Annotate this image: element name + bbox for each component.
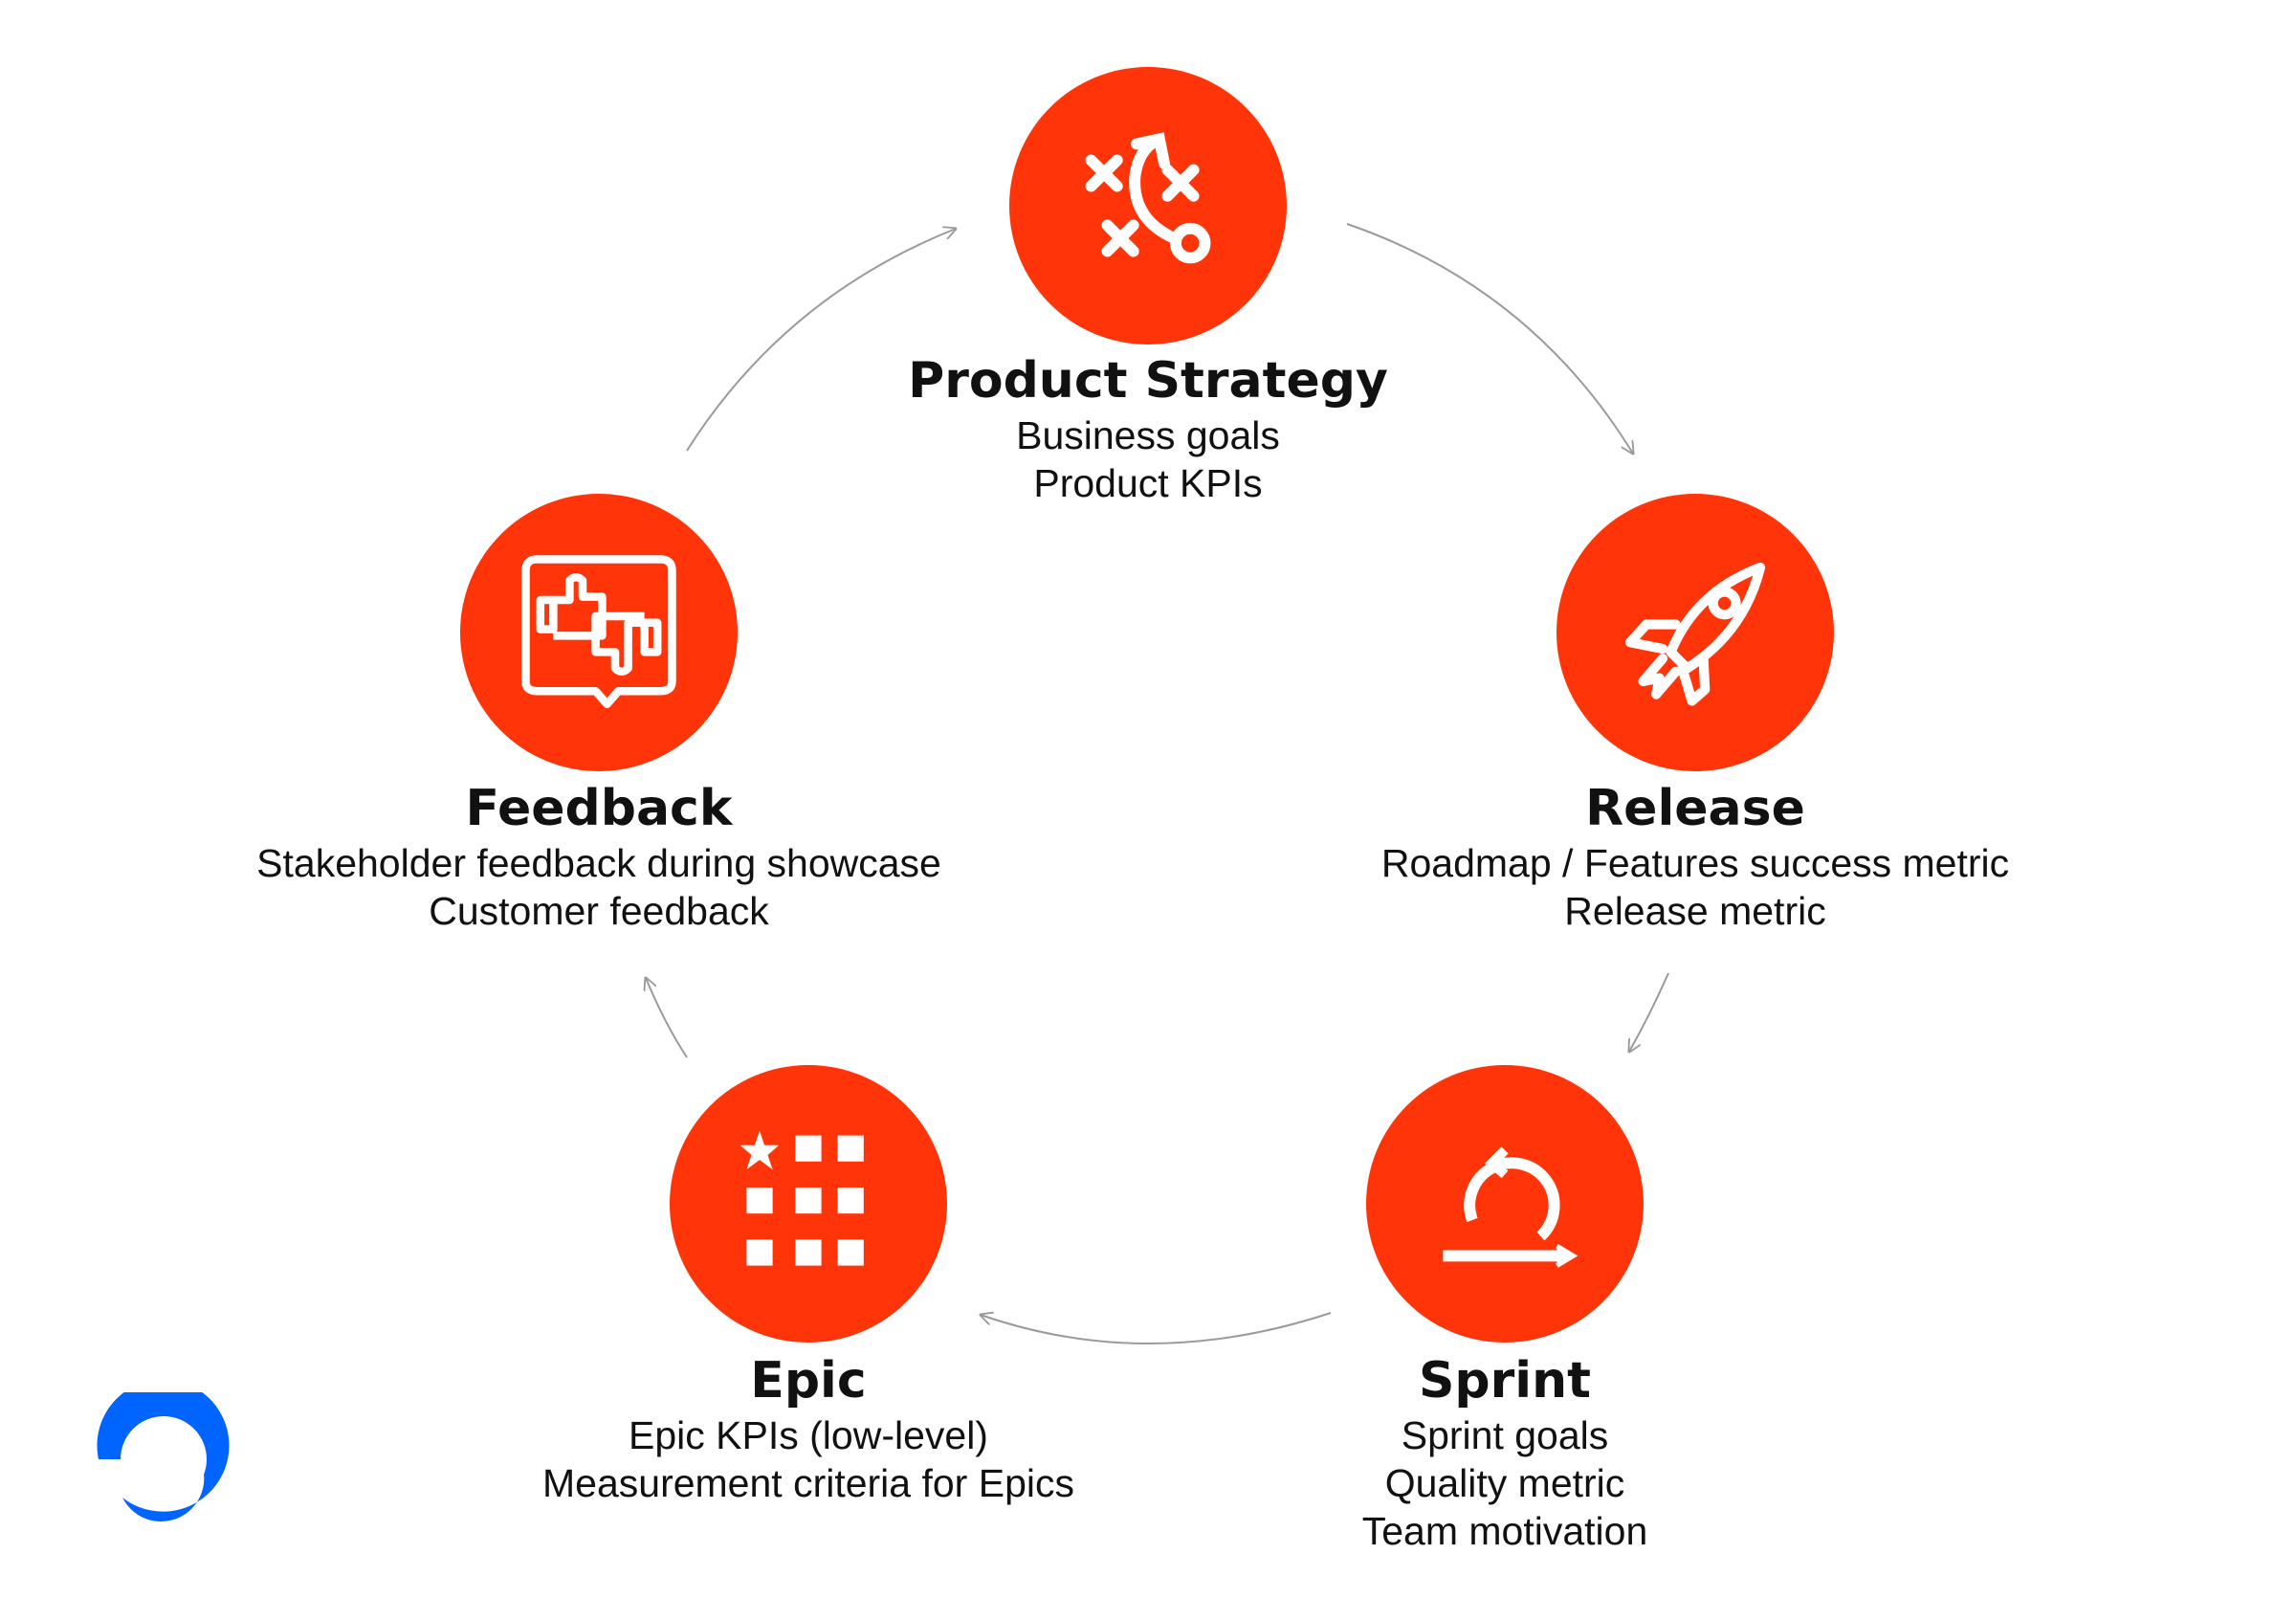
strategy-play-icon [1085,132,1211,264]
node-detail: Team motivation [1361,1509,1648,1553]
node-title: Sprint [1418,1352,1592,1410]
node-title: Feedback [465,780,733,837]
brand-logo-icon [97,1392,230,1521]
node-detail: Release metric [1564,889,1826,933]
node-product-strategy [1009,67,1287,344]
node-detail: Business goals [1016,413,1280,457]
arrow-sprint-to-epic [981,1313,1332,1344]
node-title: Product Strategy [908,352,1388,410]
arrow-epic-to-feedback [646,978,688,1058]
node-detail: Quality metric [1384,1461,1625,1505]
arrow-release-to-sprint [1629,972,1669,1052]
feedback-thumbs-icon [521,555,676,709]
arrow-feedback-to-strategy [686,229,956,452]
node-feedback [460,494,738,771]
node-detail: Customer feedback [429,889,769,933]
epic-grid-star-icon [740,1130,864,1266]
label-feedback: Feedback Stakeholder feedback during sho… [168,778,1029,935]
node-detail: Product KPIs [1033,461,1263,505]
label-release: Release Roadmap / Features success metri… [1265,778,2126,935]
node-detail: Epic KPIs (low-level) [629,1413,988,1457]
node-title: Epic [750,1352,867,1410]
node-detail: Roadmap / Features success metric [1380,841,2010,885]
label-sprint: Sprint Sprint goals Quality metric Team … [1074,1350,1935,1555]
node-release [1556,494,1834,771]
label-product-strategy: Product Strategy Business goals Product … [718,350,1578,507]
node-detail: Sprint goals [1401,1413,1609,1457]
node-sprint [1366,1065,1644,1343]
arrow-strategy-to-release [1346,223,1633,454]
node-epic [670,1065,947,1343]
node-title: Release [1585,780,1805,837]
node-detail: Stakeholder feedback during showcase [256,841,941,885]
rocket-icon [1624,562,1766,706]
node-detail: Measurement criteria for Epics [542,1461,1074,1505]
label-epic: Epic Epic KPIs (low-level) Measurement c… [378,1350,1239,1507]
sprint-cycle-icon [1443,1146,1578,1268]
